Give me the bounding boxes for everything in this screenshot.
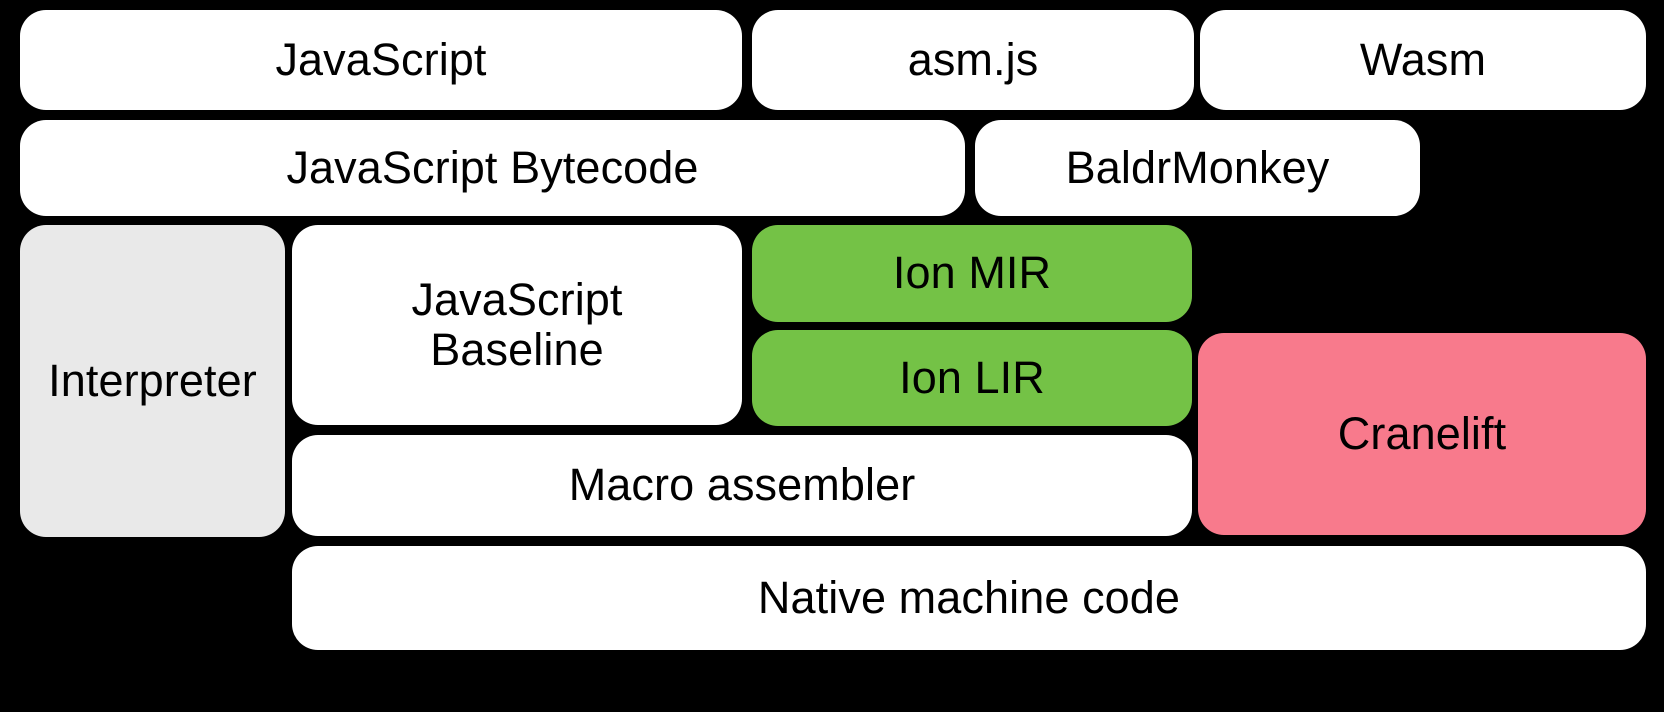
- node-javascript-baseline: JavaScript Baseline: [292, 225, 742, 425]
- node-javascript: JavaScript: [20, 10, 742, 110]
- node-wasm: Wasm: [1200, 10, 1646, 110]
- node-javascript-bytecode: JavaScript Bytecode: [20, 120, 965, 216]
- node-asmjs: asm.js: [752, 10, 1194, 110]
- node-ion-mir: Ion MIR: [752, 225, 1192, 322]
- node-macro-assembler: Macro assembler: [292, 435, 1192, 536]
- node-ion-lir: Ion LIR: [752, 330, 1192, 426]
- node-baldrmonkey: BaldrMonkey: [975, 120, 1420, 216]
- node-native-machine-code: Native machine code: [292, 546, 1646, 650]
- node-cranelift: Cranelift: [1198, 333, 1646, 535]
- node-interpreter: Interpreter: [20, 225, 285, 537]
